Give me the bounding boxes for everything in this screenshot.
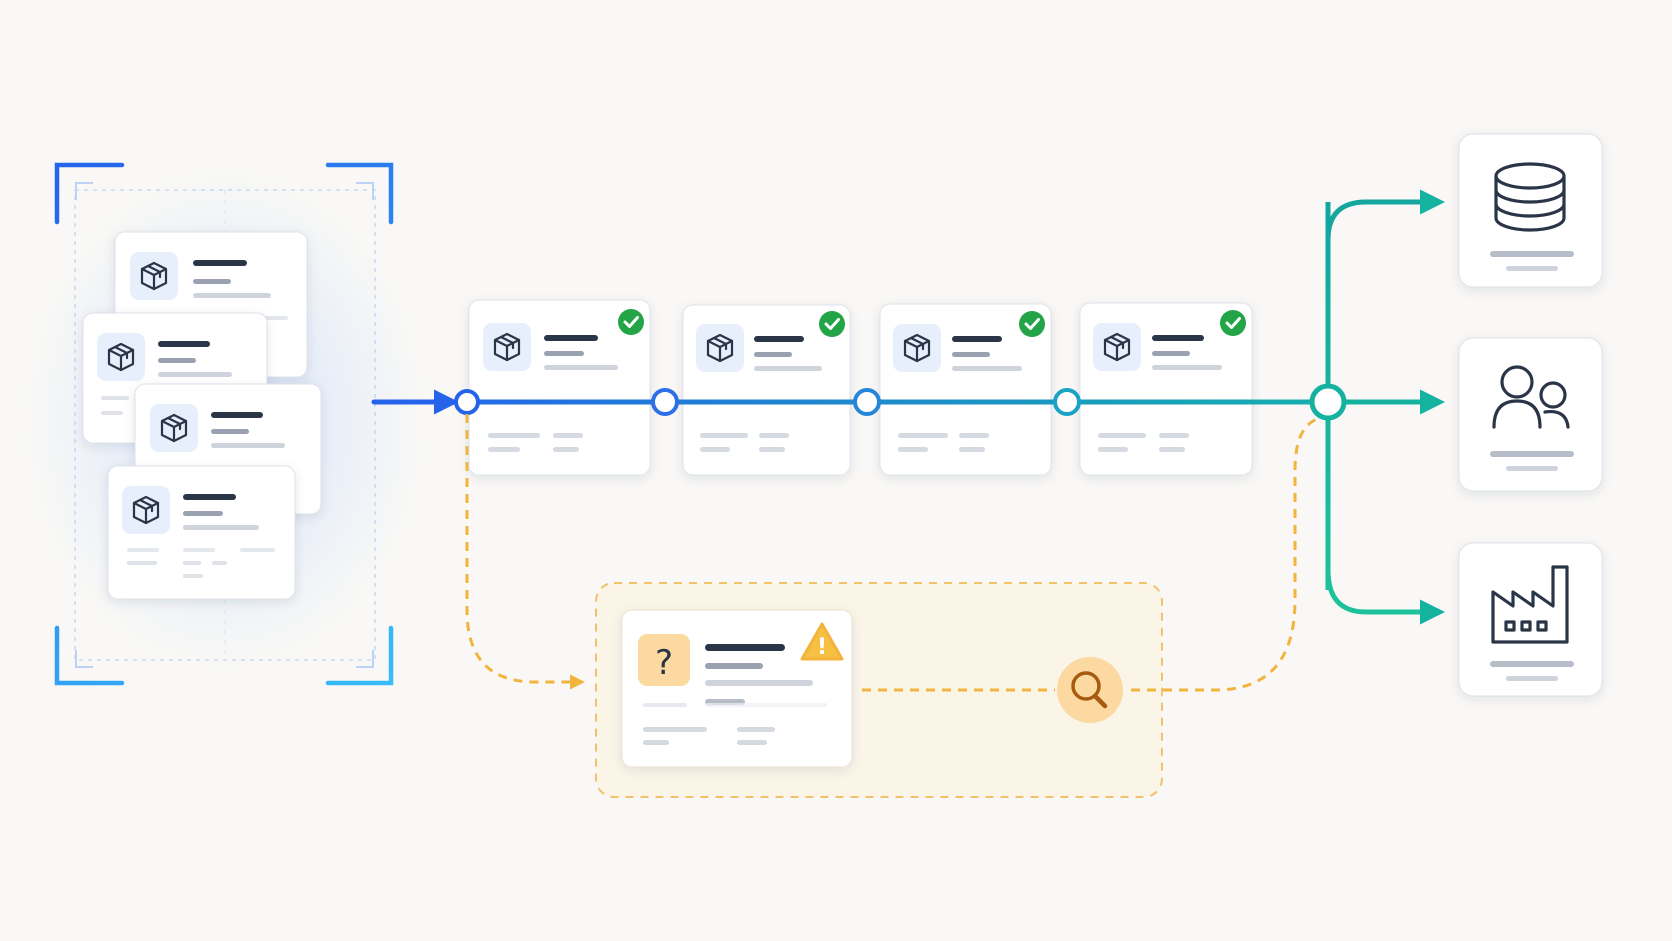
destination-database[interactable]: [1458, 133, 1603, 288]
check-icon: [817, 309, 847, 339]
magnifier-icon[interactable]: [1057, 657, 1123, 723]
flow-node-3[interactable]: [853, 388, 881, 416]
bracket-top-left: [54, 162, 125, 225]
bracket-top-right: [325, 162, 394, 225]
flow-node-4[interactable]: [1053, 388, 1081, 416]
bracket-bottom-right: [325, 625, 394, 686]
package-icon: [694, 322, 746, 374]
scan-bracket-corners: [54, 162, 394, 686]
destination-users[interactable]: [1458, 337, 1603, 492]
package-icon: [1091, 321, 1143, 373]
document-card-4[interactable]: [107, 465, 296, 600]
flow-node-2[interactable]: [651, 388, 679, 416]
return-to-flow-line: [1131, 416, 1321, 692]
svg-text:!: !: [817, 635, 827, 660]
package-icon: [481, 321, 533, 373]
svg-text:?: ?: [655, 643, 673, 683]
destination-factory[interactable]: [1458, 542, 1603, 697]
routing: [1309, 189, 1445, 625]
stage-card-2[interactable]: [682, 304, 851, 476]
users-icon: [1492, 365, 1570, 429]
package-icon: [95, 331, 147, 383]
warning-icon: !: [800, 622, 844, 661]
exception-path: ? !: [465, 414, 1321, 798]
stage-card-4[interactable]: [1079, 302, 1253, 476]
pipeline: [371, 299, 1312, 476]
check-icon: [1017, 309, 1047, 339]
package-icon: [148, 402, 200, 454]
route-arrow-factory: [1325, 569, 1445, 625]
flow-node-1[interactable]: [454, 389, 480, 415]
package-icon: [120, 484, 172, 536]
stage-card-1[interactable]: [468, 299, 651, 476]
exception-card[interactable]: ? !: [621, 609, 853, 768]
scan-inner-corners: [75, 182, 374, 668]
database-icon: [1494, 162, 1566, 232]
package-icon: [891, 322, 943, 374]
router-node[interactable]: [1309, 383, 1347, 421]
factory-icon: [1491, 565, 1569, 644]
intake-zone: [25, 162, 425, 686]
question-mark-icon: ?: [638, 634, 690, 686]
scan-area-dashed-frame: [74, 189, 376, 661]
check-icon: [1218, 308, 1248, 338]
bracket-bottom-left: [54, 625, 125, 686]
package-icon: [128, 250, 180, 302]
stage-card-3[interactable]: [879, 303, 1052, 476]
route-arrow-database: [1325, 189, 1445, 241]
check-icon: [616, 307, 646, 337]
